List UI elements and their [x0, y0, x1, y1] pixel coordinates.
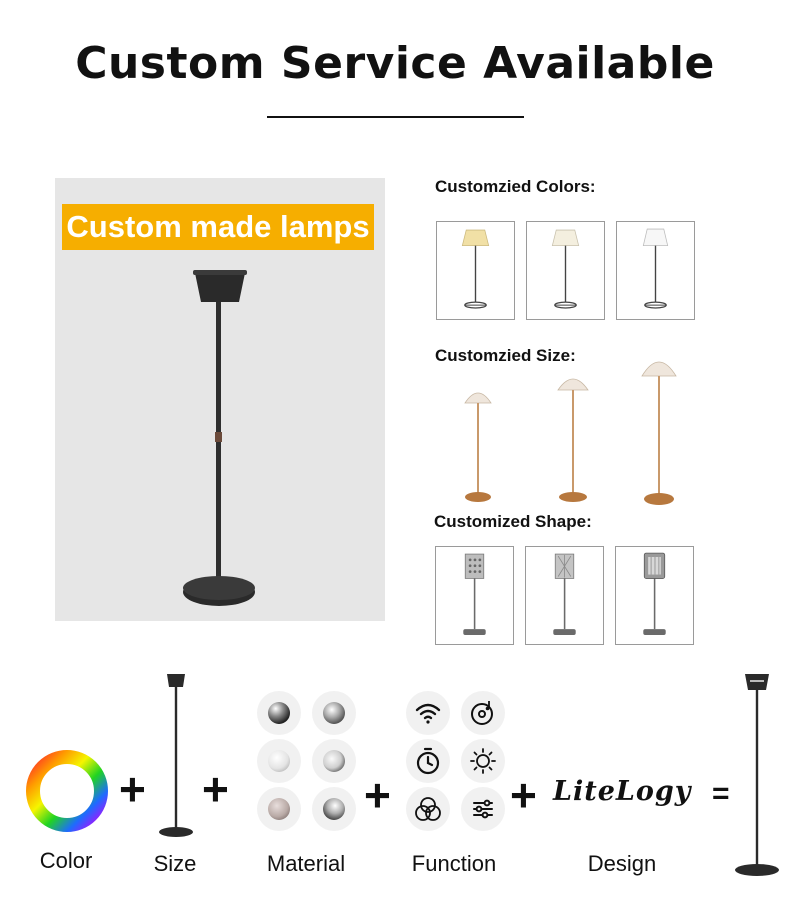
color-thumb-cream[interactable]: [526, 221, 605, 320]
plus-sign-3: +: [364, 769, 391, 821]
size-label: Customzied Size:: [435, 346, 576, 365]
color-wheel-icon: [24, 748, 110, 834]
color-label: Color: [39, 848, 93, 873]
hero-image: [55, 178, 385, 621]
design-lamp-icon: [732, 670, 782, 880]
material-steel-icon: [312, 787, 356, 831]
timer-icon: [406, 739, 450, 783]
size-bottom-label: Size: [153, 851, 197, 876]
size-thumb-large[interactable]: [638, 350, 680, 507]
shape-thumb-woven[interactable]: [525, 546, 604, 645]
floor-lamp-white-icon: [642, 228, 669, 309]
material-chrome-icon: [257, 691, 301, 735]
sliders-icon: [461, 787, 505, 831]
design-label: Design: [587, 851, 657, 876]
shape-thumb-perforated[interactable]: [435, 546, 514, 645]
colors-label: Customzied Colors:: [435, 177, 596, 196]
equals-sign: =: [712, 777, 730, 810]
perforated-lamp-icon: [463, 553, 486, 635]
color-thumb-warm[interactable]: [436, 221, 515, 320]
plus-sign-1: +: [119, 763, 146, 815]
shape-thumb-ribbed[interactable]: [615, 546, 694, 645]
material-label: Material: [266, 851, 346, 876]
function-label: Function: [411, 851, 497, 876]
size-thumb-small[interactable]: [460, 385, 496, 505]
hero-lamp-icon: [183, 270, 255, 606]
brand-logo: LiteLogy: [553, 776, 692, 807]
floor-lamp-warm-icon: [461, 229, 490, 309]
title-divider: [267, 116, 524, 118]
size-lamp-icon: [156, 670, 196, 840]
shape-label: Customized Shape:: [434, 512, 592, 531]
music-disc-icon: [461, 691, 505, 735]
wifi-icon: [406, 691, 450, 735]
floor-lamp-cream-icon: [551, 229, 580, 309]
material-glass-icon: [312, 739, 356, 783]
mushroom-lamp-small-icon: [464, 392, 492, 502]
material-silver-icon: [312, 691, 356, 735]
woven-lamp-icon: [553, 553, 576, 635]
plus-sign-4: +: [510, 769, 537, 821]
hero-banner: Custom made lamps: [62, 204, 374, 250]
rgb-color-icon: [406, 787, 450, 831]
mushroom-lamp-large-icon: [641, 361, 677, 505]
color-thumb-white[interactable]: [616, 221, 695, 320]
plus-sign-2: +: [202, 763, 229, 815]
mushroom-lamp-medium-icon: [557, 378, 589, 502]
size-thumb-medium[interactable]: [553, 370, 593, 505]
material-white-icon: [257, 739, 301, 783]
ribbed-lamp-icon: [643, 552, 666, 635]
brightness-icon: [461, 739, 505, 783]
page-title: Custom Service Available: [75, 38, 715, 89]
material-taupe-icon: [257, 787, 301, 831]
